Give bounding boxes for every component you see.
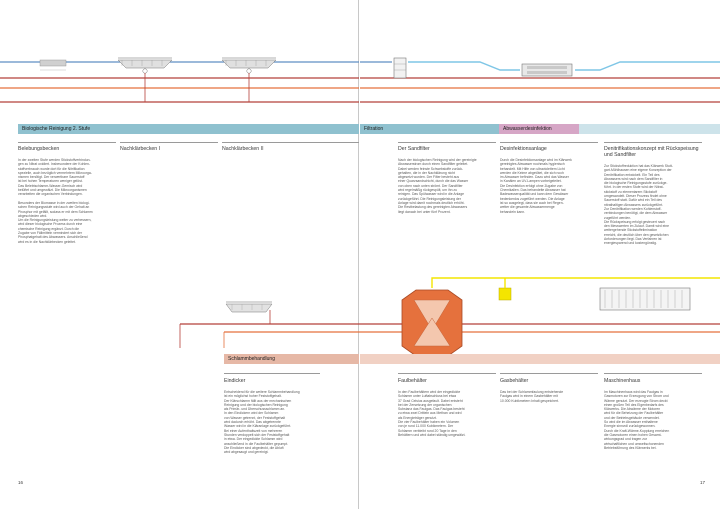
digester-icon: [401, 289, 463, 357]
column-rule: [604, 373, 702, 374]
column-text-nachklaerbecken-1: [120, 158, 218, 178]
column-rule: [120, 142, 218, 143]
column-rule: [18, 142, 116, 143]
column-rule: [224, 373, 320, 374]
section-bar-filler: [579, 124, 720, 134]
sand-filter-icon: [393, 57, 407, 79]
top-flow-lines-right: [360, 61, 720, 103]
column-heading-nachklaerbecken-1: Nachklärbecken I: [120, 146, 161, 152]
column-heading-belebungsbecken: Belebungsbecken: [18, 146, 60, 152]
section-bar-filtration: Filtration: [360, 124, 499, 134]
column-rule: [398, 142, 496, 143]
column-text-desinfektionsanlage: Durch die Desinfektionsanlage wird im Kl…: [500, 158, 572, 214]
left-page: [0, 0, 359, 509]
section-bar-sludge-treatment: Schlammbehandlung: [224, 354, 359, 364]
column-rule: [500, 373, 598, 374]
column-text-belebungsbecken: In der zweiten Stufe werden Stickstoffve…: [18, 158, 93, 244]
column-heading-maschinenhaus: Maschinenhaus: [604, 378, 641, 384]
column-rule: [500, 142, 598, 143]
gas-holder-icon: [498, 278, 512, 301]
uv-disinfection-icon: [521, 63, 573, 77]
section-bar-bio-stage-2: Biologische Reinigung 2. Stufe: [18, 124, 359, 134]
column-rule: [604, 142, 702, 143]
secondary-clarifier-1-icon: [117, 57, 173, 102]
column-text-nachklaerbecken-2: [222, 158, 320, 178]
column-text-faulbehaelter: In den Faulbehältern wird der eingedickt…: [398, 390, 466, 437]
column-text-maschinenhaus: Im Maschinenhaus wird das Faulgas in Gas…: [604, 390, 670, 450]
section-bar-disinfection: Abwasserdesinfektion: [499, 124, 579, 134]
machine-house-icon: [599, 287, 691, 311]
top-flow-lines: [0, 61, 359, 103]
column-heading-faulbehaelter: Faulbehälter: [398, 378, 427, 384]
aeration-basin-icon: [39, 59, 67, 71]
column-text-eindicker: Entscheidend für die weitere Schlammbeha…: [224, 390, 300, 455]
page-number-left: 16: [18, 480, 24, 485]
column-text-gasbehaelter: Das bei der Schlammfaulung entstehende F…: [500, 390, 564, 403]
column-heading-denitrifikation: Denitrifikationskonzept mit Rückspeisung…: [604, 146, 699, 158]
column-text-sandfilter: Nach der biologischen Reinigung wird der…: [398, 158, 477, 214]
secondary-clarifier-2-icon: [221, 57, 277, 102]
column-rule: [222, 142, 359, 143]
page-number-right: 17: [700, 480, 706, 485]
column-heading-eindicker: Eindicker: [224, 378, 246, 384]
section-bar-sludge-right: [360, 354, 720, 364]
column-heading-nachklaerbecken-2: Nachklärbecken II: [222, 146, 264, 152]
gas-pipe-icon: [431, 277, 720, 288]
column-heading-desinfektionsanlage: Desinfektionsanlage: [500, 146, 547, 152]
right-page: [360, 0, 720, 509]
column-heading-gasbehaelter: Gasbehälter: [500, 378, 529, 384]
column-rule: [398, 373, 496, 374]
thickener-icon: [225, 301, 273, 313]
column-heading-sandfilter: Der Sandfilter: [398, 146, 430, 152]
column-text-denitrifikation: Zur Stickstoffreduktion hat das Klärwerk…: [604, 164, 673, 246]
